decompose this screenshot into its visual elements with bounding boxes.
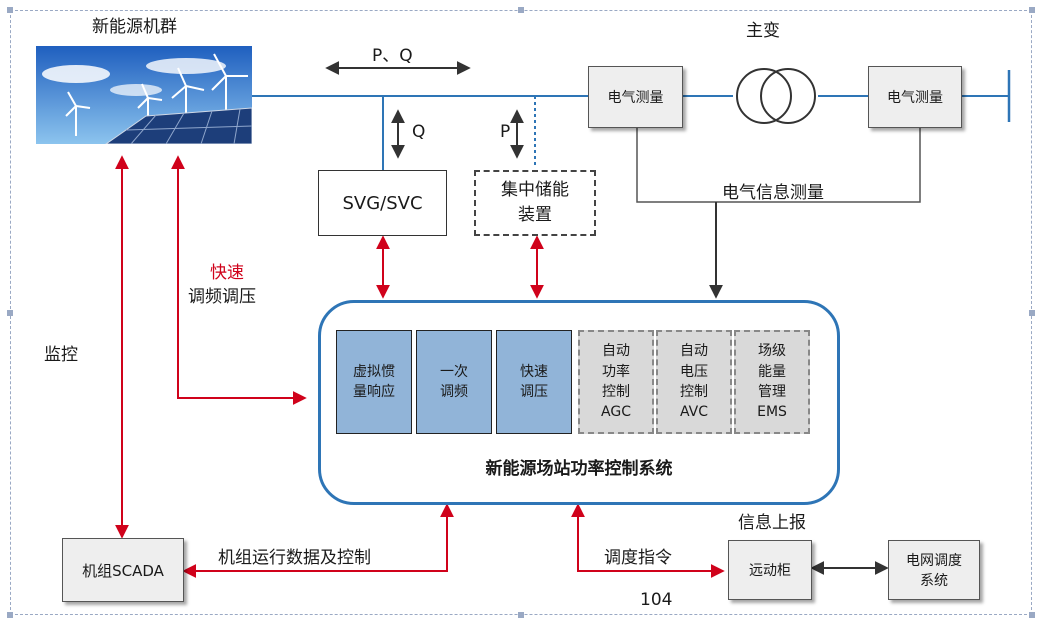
protocol-104-label: 104 [640,590,673,610]
selection-handle [518,7,524,13]
dispatch-command-label: 调度指令 [604,548,672,568]
renewable-cluster-image [36,46,252,144]
electrical-measurement-left: 电气测量 [588,66,683,128]
central-storage-box: 集中储能 装置 [474,170,596,236]
power-control-system-title: 新能源场站功率控制系统 [485,459,673,479]
main-transformer-title: 主变 [746,21,780,41]
module-fast-voltage: 快速调压 [496,330,572,434]
freq-voltage-regulation-label: 调频调压 [188,287,256,307]
grid-dispatch-system-box: 电网调度 系统 [888,540,980,600]
electrical-measurement-right: 电气测量 [868,66,962,128]
selection-handle [7,310,13,316]
selection-handle [7,612,13,618]
unit-data-control-label: 机组运行数据及控制 [218,548,371,568]
monitor-label: 监控 [44,345,78,365]
selection-handle [518,612,524,618]
electrical-info-measurement-label: 电气信息测量 [722,183,824,203]
transformer-icon [736,68,816,124]
selection-handle [7,7,13,13]
module-virtual-inertia: 虚拟惯量响应 [336,330,412,434]
fast-label: 快速 [210,263,244,283]
renewable-cluster-title: 新能源机群 [92,17,177,37]
module-primary-frequency: 一次调频 [416,330,492,434]
pq-flow-label: P、Q [372,46,413,66]
rtu-cabinet-box: 远动柜 [728,540,812,600]
selection-handle [1029,310,1035,316]
svg-svc-box: SVG/SVC [318,170,447,236]
selection-handle [1029,612,1035,618]
info-report-label: 信息上报 [738,513,806,533]
selection-handle [1029,7,1035,13]
p-flow-label: P [500,122,511,142]
q-flow-label: Q [412,122,426,142]
unit-scada-box: 机组SCADA [62,538,184,602]
